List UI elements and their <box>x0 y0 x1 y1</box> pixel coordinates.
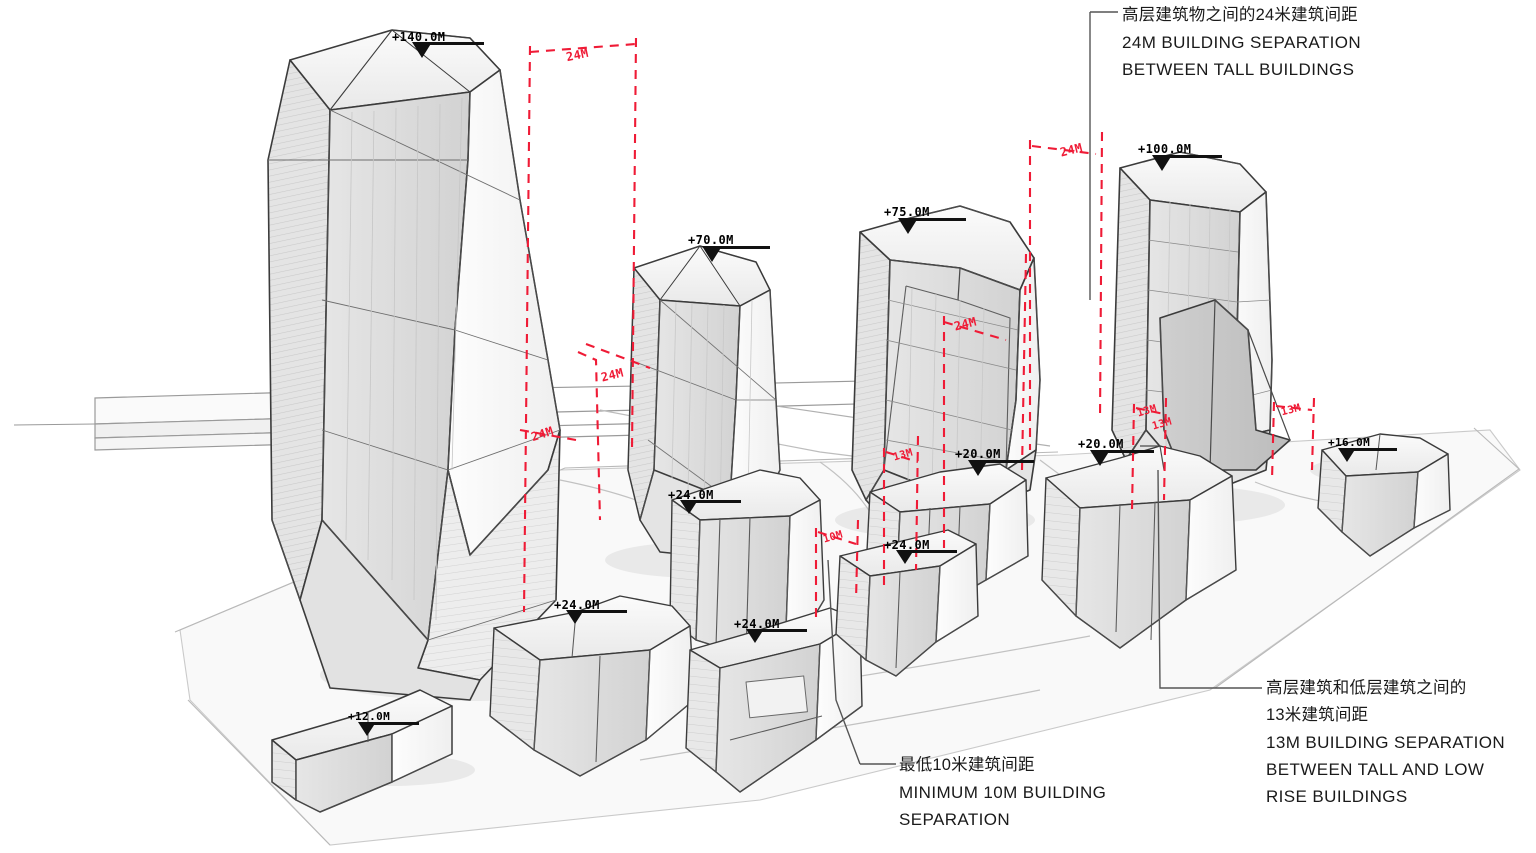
callout-leaders <box>827 11 1262 765</box>
podium-24m-f <box>685 607 863 793</box>
marker-140m <box>412 42 484 58</box>
podium-24m-b <box>669 469 825 661</box>
leader-13m-vertical <box>1157 469 1236 689</box>
callout-13m-english-2: BETWEEN TALL AND LOW <box>1266 760 1485 779</box>
callout-10m-separation: 最低10米建筑间距 MINIMUM 10M BUILDING SEPARATIO… <box>899 752 1106 833</box>
callout-13m-chinese-1: 高层建筑和低层建筑之间的 <box>1266 679 1467 697</box>
block-16m <box>1317 433 1451 557</box>
height-label-podium-b-top: +24.0M <box>668 488 714 502</box>
callout-24m-english-2: BETWEEN TALL BUILDINGS <box>1122 60 1355 79</box>
marker-24m-a <box>566 610 627 624</box>
height-label-podium-g-top: +24.0M <box>884 538 930 552</box>
callout-24m-english-1: 24M BUILDING SEPARATION <box>1122 33 1362 52</box>
tower-70m <box>627 245 781 561</box>
tower-140m <box>267 29 561 701</box>
marker-20m-c <box>968 460 1034 476</box>
callout-24m-separation: 高层建筑物之间的24米建筑间距 24M BUILDING SEPARATION … <box>1122 2 1361 83</box>
dimension-lines-tower-d <box>1028 131 1316 511</box>
marker-16m <box>1338 448 1397 462</box>
callout-13m-chinese-2: 13米建筑间距 <box>1266 706 1369 724</box>
height-label-podium-c-top: +20.0M <box>955 447 1001 461</box>
dimension-lines-24m <box>519 37 651 613</box>
marker-24m-b <box>680 500 741 514</box>
height-label-block-e-top: +16.0M <box>1328 436 1371 449</box>
height-label-tower-a-top: +140.0M <box>392 30 446 44</box>
podium-24m-a <box>489 595 695 777</box>
marker-12m <box>358 722 419 736</box>
marker-24m-f <box>746 629 807 643</box>
height-label-podium-f-top: +24.0M <box>734 617 780 631</box>
height-label-tower-d-top: +100.0M <box>1138 142 1192 156</box>
callout-13m-english-1: 13M BUILDING SEPARATION <box>1266 733 1506 752</box>
marker-70m <box>702 246 770 262</box>
height-markers <box>358 42 1397 736</box>
dimension-lines-tower-c <box>814 253 1028 620</box>
callout-13m-separation: 高层建筑和低层建筑之间的 13米建筑间距 13M BUILDING SEPARA… <box>1266 675 1505 810</box>
marker-20m-d <box>1090 450 1154 466</box>
callout-24m-chinese: 高层建筑物之间的24米建筑间距 <box>1122 6 1358 24</box>
leader-10m-vertical <box>827 559 861 765</box>
marker-24m-g <box>896 550 957 564</box>
marker-100m <box>1152 155 1222 171</box>
callout-10m-chinese: 最低10米建筑间距 <box>899 756 1035 774</box>
height-label-podium-a-top: +24.0M <box>554 598 600 612</box>
callout-10m-english-1: MINIMUM 10M BUILDING <box>899 783 1107 802</box>
marker-75m <box>898 218 966 234</box>
height-label-low-block-top: +12.0M <box>348 710 391 723</box>
height-label-tower-b-top: +70.0M <box>688 233 734 247</box>
callout-10m-english-2: SEPARATION <box>899 810 1011 829</box>
callout-13m-english-3: RISE BUILDINGS <box>1266 787 1408 806</box>
height-label-podium-d-top: +20.0M <box>1078 437 1124 451</box>
tower-100m <box>1111 151 1291 497</box>
height-label-tower-c-top: +75.0M <box>884 205 930 219</box>
podium-20m-d <box>1041 445 1237 649</box>
